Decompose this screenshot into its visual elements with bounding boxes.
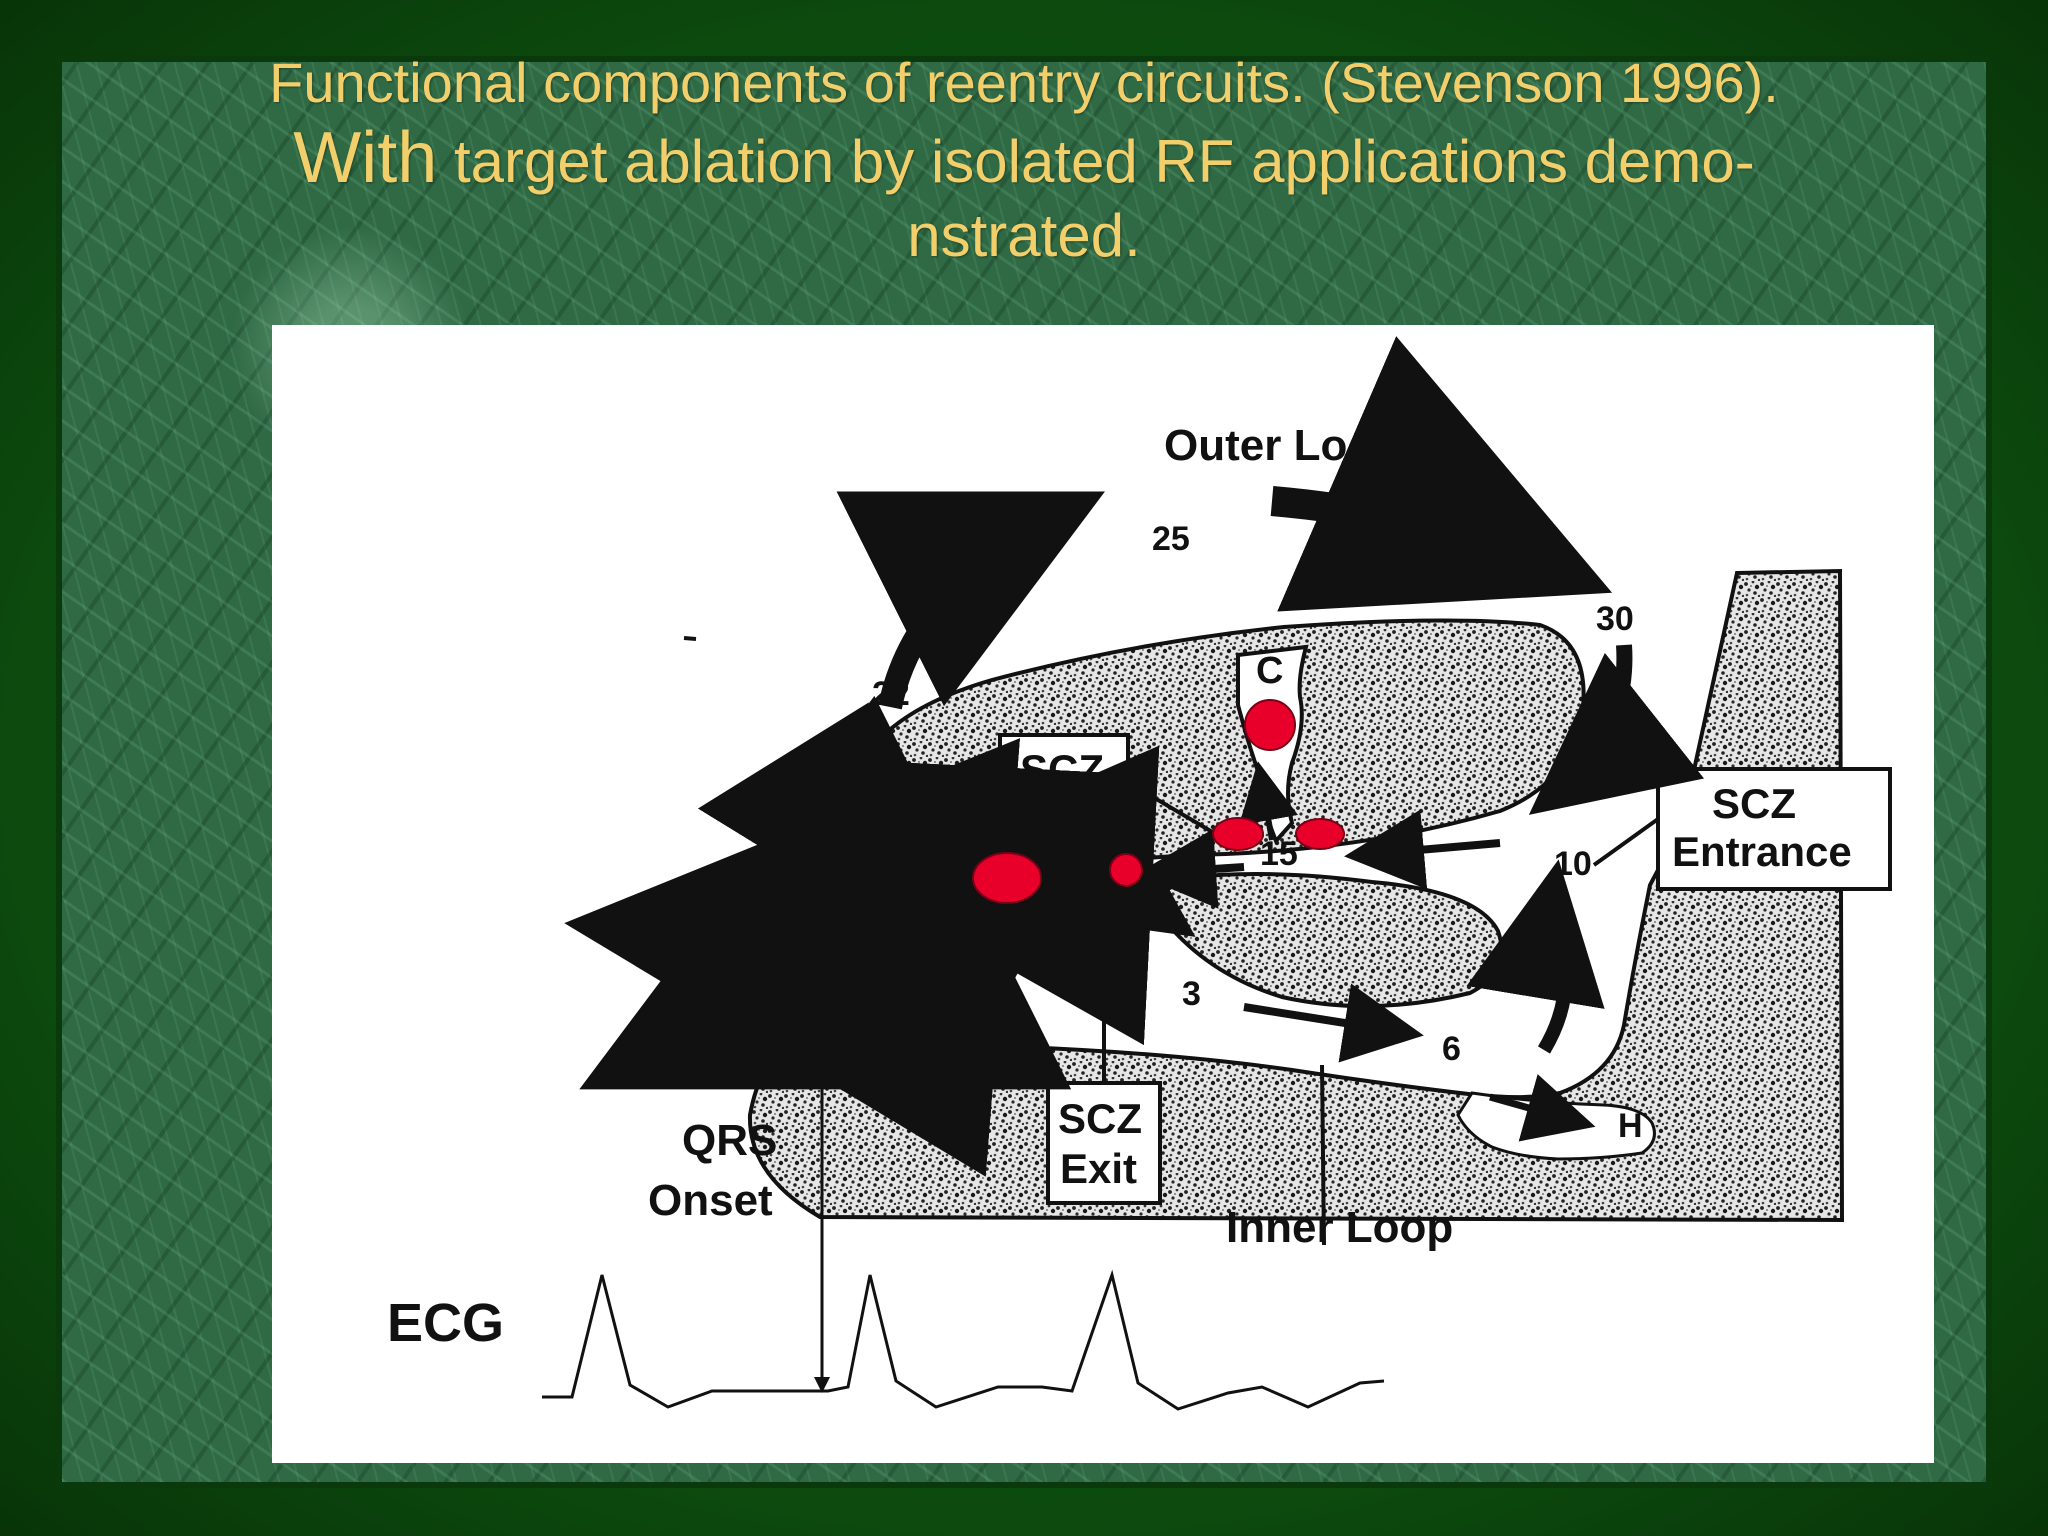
arrow-15-1 <box>1136 828 1245 909</box>
exit-arrow-down <box>870 760 1131 1027</box>
channel-h-label: H <box>1618 1107 1643 1145</box>
ablation-site-c <box>1244 699 1296 751</box>
scz-exit-label-2: Exit <box>1060 1145 1137 1192</box>
qrs-label-1: QRS <box>682 1116 777 1165</box>
title-line-2-rest: target ablation by isolated RF applicati… <box>437 128 1755 196</box>
timing-6: 6 <box>1442 1030 1461 1068</box>
ablation-site-exit-small <box>1109 853 1143 887</box>
timing-25: 25 <box>1152 520 1190 558</box>
slide-title: Functional components of reentry circuit… <box>70 50 1978 272</box>
timing-21: 21 <box>834 873 872 911</box>
title-line-2: With target ablation by isolated RF appl… <box>70 116 1978 201</box>
ablation-site-scz-right <box>1295 818 1345 850</box>
stray-mark <box>683 636 697 641</box>
scz-entrance-label-1: SCZ <box>1712 780 1796 827</box>
arrow-3-6 <box>1243 983 1424 1063</box>
arrow-6-h <box>1489 1074 1596 1142</box>
scz-exit-box <box>1046 1081 1162 1205</box>
title-line-3: nstrated. <box>907 202 1141 270</box>
timing-38: 38 <box>840 985 878 1023</box>
ablation-site-exit-large <box>972 852 1042 904</box>
qrs-onset-arrow-top <box>814 1021 830 1037</box>
reentry-circuit-diagram: Outer Loop Inner Loop SCZ SCZ Entrance S… <box>387 336 1892 1411</box>
inner-loop-leader <box>1320 1064 1326 1246</box>
timing-30: 30 <box>1596 600 1634 638</box>
ecg-label: ECG <box>387 1293 504 1353</box>
middle-scar-region <box>1159 871 1504 1009</box>
outer-loop-arrow-30-10 <box>1528 644 1705 815</box>
outer-loop-arrow-6-10 <box>1466 859 1605 1054</box>
timing-10: 10 <box>1554 845 1592 883</box>
timing-22: 22 <box>872 675 910 713</box>
inner-loop-label: Inner Loop <box>1226 1203 1453 1252</box>
scz-entrance-label-2: Entrance <box>1672 828 1852 875</box>
channel-c-label: C <box>1256 650 1283 692</box>
ablation-site-scz-left <box>1212 817 1264 851</box>
qrs-onset-arrow-bottom <box>814 1377 830 1393</box>
timing-15: 15 <box>1260 835 1298 873</box>
arrow-15-c <box>1238 761 1298 841</box>
exit-arrow-big-up <box>564 738 1021 1177</box>
scz-exit-label-1: SCZ <box>1058 1095 1142 1142</box>
outer-loop-label: Outer Loop <box>1164 421 1401 470</box>
title-line-2-lead: With <box>293 118 438 199</box>
exit-arrow-big-down <box>579 695 1072 1090</box>
reentry-circuit-figure: Outer Loop Inner Loop SCZ SCZ Entrance S… <box>272 325 1934 1463</box>
outer-loop-arrow-21-22 <box>697 702 869 903</box>
ecg-trace <box>542 1269 1385 1411</box>
scz-entrance-leader <box>1592 817 1660 867</box>
qrs-label-2: Onset <box>648 1176 773 1225</box>
timing-3: 3 <box>1182 975 1201 1013</box>
outer-loop-arrow-22-25 <box>836 491 1105 710</box>
scz-label: SCZ <box>1020 746 1104 793</box>
outer-loop-arrow-25-30 <box>1270 336 1613 612</box>
title-line-1: Functional components of reentry circuit… <box>269 51 1779 114</box>
arrow-10-15 <box>1344 809 1501 890</box>
scz-leader <box>1122 778 1216 835</box>
channel-e-label: E <box>954 1041 977 1079</box>
